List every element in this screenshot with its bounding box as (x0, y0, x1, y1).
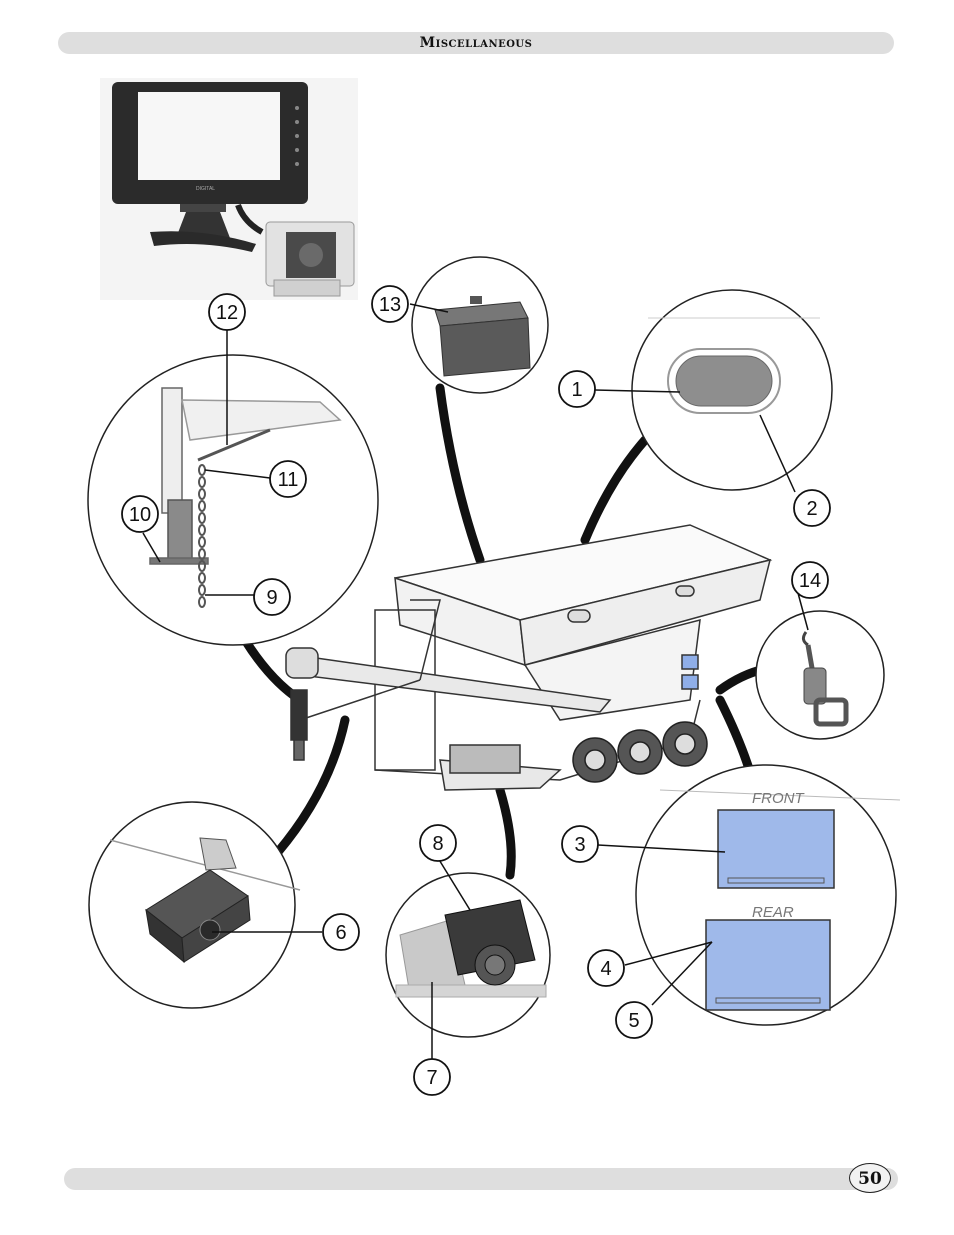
strap-detail (801, 631, 849, 727)
callout-7: 7 (426, 1067, 437, 1089)
monitor-camera-photo: DIGITAL (100, 78, 358, 300)
section-title: Miscellaneous (419, 35, 533, 51)
callout-circles (121, 285, 831, 1096)
callout-4: 4 (600, 958, 611, 980)
jack-chain-detail (149, 387, 342, 608)
monitor-brand-label: DIGITAL (196, 186, 215, 192)
callout-10: 10 (129, 504, 151, 526)
callout-numbers: 12 13 1 11 10 2 14 9 6 8 3 4 5 7 (129, 294, 821, 1089)
callout-leaders (142, 303, 809, 1060)
header-bar (58, 32, 894, 54)
trailer-wheels (572, 721, 708, 783)
callout-14: 14 (799, 570, 821, 592)
decal-rear-label: REAR (752, 904, 794, 921)
battery-detail (434, 296, 531, 377)
decal-plates: FRONT REAR (659, 789, 901, 1011)
callout-9: 9 (266, 587, 277, 609)
callout-1: 1 (571, 379, 582, 401)
callout-11: 11 (278, 469, 299, 491)
footer-bar (64, 1168, 898, 1190)
engine-pump-detail (395, 899, 547, 998)
page-number: 50 (849, 1163, 891, 1193)
callout-8: 8 (432, 833, 443, 855)
detail-circle-jack-chain (87, 354, 379, 646)
oval-light-detail (648, 317, 820, 414)
callout-6: 6 (335, 922, 346, 944)
rear-camera-detail (109, 837, 301, 964)
decal-front-label: FRONT (752, 790, 805, 807)
callout-13: 13 (379, 294, 401, 316)
callout-12: 12 (216, 302, 238, 324)
callout-2: 2 (806, 498, 817, 520)
callout-3: 3 (574, 834, 585, 856)
callout-5: 5 (628, 1010, 639, 1032)
